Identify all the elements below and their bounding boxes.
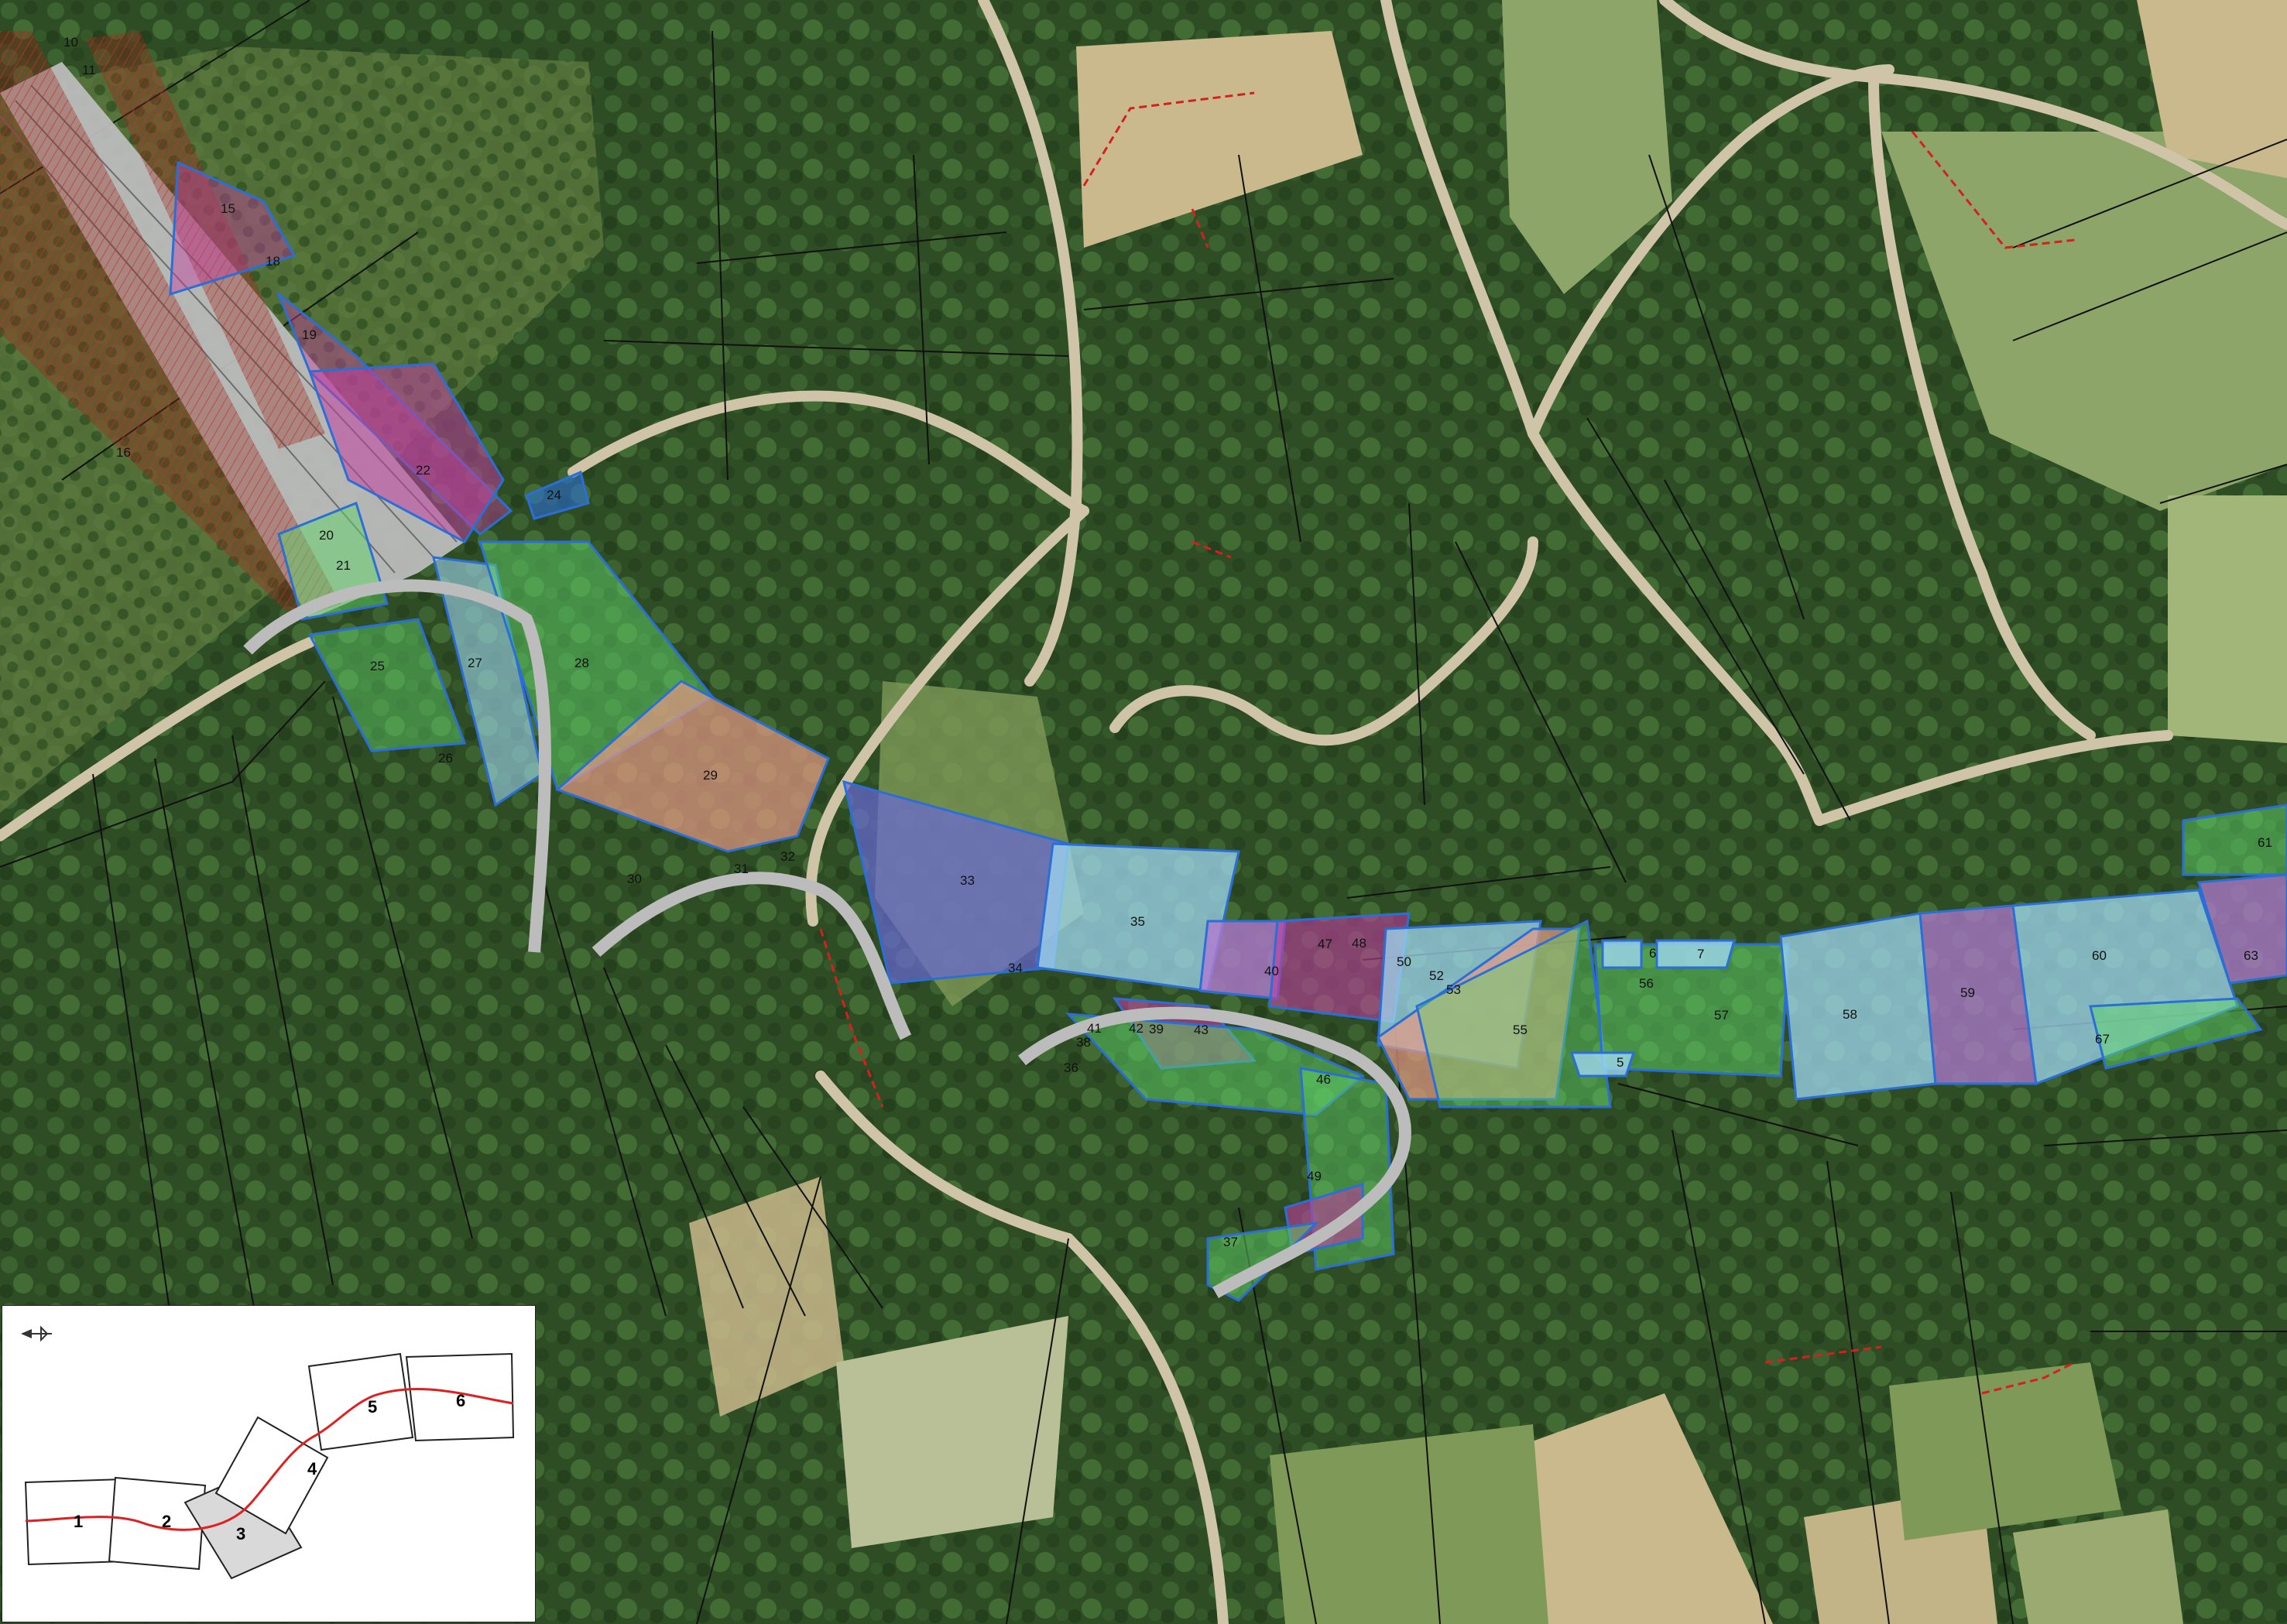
parcel-label: 49: [1307, 1169, 1322, 1184]
parcel-label: 34: [1008, 961, 1023, 975]
bare-field: [1494, 1393, 1773, 1624]
parcel-label: 55: [1513, 1023, 1528, 1037]
parcel-label: 40: [1264, 964, 1279, 978]
parcel-label: 48: [1352, 936, 1366, 951]
north-arrow-icon: [21, 1325, 52, 1342]
parcel-label: 30: [627, 872, 642, 886]
parcel-label: 58: [1843, 1007, 1857, 1022]
bare-field: [689, 1177, 844, 1417]
earthwork-hatch: [85, 31, 325, 449]
parcel-label: 16: [116, 445, 131, 460]
earthwork-hatch: [0, 31, 341, 619]
parcel-label: 19: [302, 327, 317, 342]
parcel-label: 42: [1129, 1021, 1144, 1036]
parcel-label: 10: [63, 35, 78, 50]
parcel-label: 32: [780, 849, 795, 864]
key-sheet-label: 3: [236, 1524, 245, 1543]
parcel-label: 24: [547, 488, 561, 502]
meadow-field: [2168, 495, 2287, 743]
parcel-label: 25: [370, 659, 385, 673]
bare-field: [2137, 0, 2287, 178]
parcel-label: 20: [319, 528, 334, 543]
parcel-label: 57: [1714, 1008, 1729, 1023]
key-sheet-2: [108, 1476, 207, 1571]
key-map: 1 2 3 4 5 6: [2, 1305, 536, 1622]
bare-field: [836, 1316, 1068, 1548]
key-sheet-label: 1: [74, 1512, 83, 1531]
key-sheet-6: [405, 1352, 515, 1442]
parcel-label: 21: [336, 558, 351, 573]
parcel-label: 38: [1076, 1035, 1091, 1050]
parcel-label: 43: [1194, 1023, 1209, 1037]
red-boundary: [819, 91, 2076, 1395]
parcel-label: 7: [1697, 947, 1704, 961]
parcel-label: 22: [416, 463, 430, 478]
parcel-label: 39: [1149, 1022, 1164, 1036]
parcel-label: 33: [960, 873, 975, 888]
ramps: [243, 579, 1411, 1298]
parcel-label: 18: [266, 254, 280, 269]
parcel-label: 67: [2095, 1032, 2110, 1047]
meadow-field: [1889, 1362, 2121, 1540]
bare-field: [1076, 31, 1363, 248]
parcel-label: 63: [2244, 948, 2258, 963]
parcel-label: 28: [574, 656, 589, 670]
parcel-label: 59: [1960, 985, 1975, 1000]
parcel-label: 46: [1316, 1072, 1331, 1087]
key-route-line: [25, 1387, 514, 1531]
parcel-label: 37: [1223, 1235, 1238, 1249]
key-sheet-label: 5: [368, 1397, 377, 1417]
parcel-label: 6: [1649, 946, 1656, 961]
parcel-label: 5: [1617, 1055, 1624, 1070]
meadow-field: [1502, 0, 1672, 294]
parcel-label: 35: [1130, 914, 1145, 929]
parcel-label: 15: [221, 201, 235, 216]
meadow-field: [1881, 132, 2287, 511]
key-sheet-label: 2: [162, 1512, 171, 1531]
expropriation-zones: [169, 160, 2287, 1302]
meadow-field: [1270, 1424, 1548, 1624]
parcel-label: 41: [1087, 1021, 1102, 1036]
parcel-label: 52: [1429, 968, 1444, 983]
parcel-label: 53: [1446, 982, 1461, 997]
key-sheet-label: 6: [456, 1391, 465, 1410]
parcel-label: 11: [82, 63, 96, 77]
parcel-label: 60: [2092, 948, 2107, 963]
parcel-label: 29: [703, 768, 718, 783]
key-sheet-label: 4: [307, 1459, 317, 1478]
parcel-label: 47: [1318, 937, 1332, 951]
parcel-label: 26: [438, 751, 453, 766]
key-sheet-outlines: [24, 1352, 515, 1580]
parcel-label: 31: [734, 862, 749, 876]
parcel-label: 61: [2258, 835, 2272, 850]
parcel-label: 56: [1639, 976, 1654, 991]
parcel-label: 36: [1064, 1060, 1078, 1075]
parcel-label: 27: [468, 656, 482, 670]
parcel-labels: 10 11 15 16 18 19 20 21 22 24 25 26 27 2…: [63, 35, 2272, 1249]
parcel-label: 50: [1397, 954, 1411, 969]
meadow-field: [2013, 1509, 2183, 1624]
